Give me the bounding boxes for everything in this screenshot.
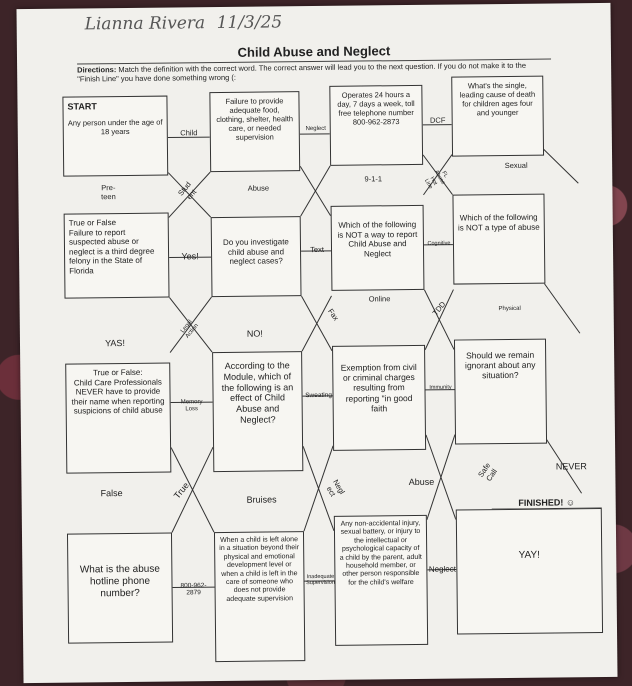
leading-cause-box: What's the single, leading cause of deat… bbox=[451, 75, 545, 157]
left-alone-box: When a child is left alone in a situatio… bbox=[213, 531, 306, 663]
answer-physical: Physical bbox=[498, 305, 521, 313]
answer-neglect-top: Neglect bbox=[305, 125, 326, 133]
hotline-definition-box: Operates 24 hours a day, 7 days a week, … bbox=[329, 84, 424, 166]
non-accidental-definition: Any non-accidental injury, sexual batter… bbox=[339, 519, 422, 587]
investigate-box: Do you investigate child abuse and negle… bbox=[210, 216, 302, 298]
start-box: START Any person under the age of 18 yea… bbox=[62, 95, 169, 177]
answer-dcf: DCF bbox=[429, 115, 446, 125]
left-alone-definition: When a child is left alone in a situatio… bbox=[219, 536, 300, 603]
answer-yas: YAS! bbox=[105, 338, 125, 349]
leading-cause-question: What's the single, leading cause of deat… bbox=[459, 80, 536, 118]
answer-neglect-bottom: Neglect bbox=[428, 564, 456, 574]
answer-abuse-mid: Abuse bbox=[408, 476, 435, 488]
answer-abuse-top: Abuse bbox=[247, 183, 270, 193]
answer-preteen: Pre- teen bbox=[101, 183, 116, 201]
answer-false: False bbox=[100, 488, 123, 499]
answer-sexual: Sexual bbox=[504, 160, 528, 171]
module-effect-box: According to the Module, which of the fo… bbox=[212, 351, 304, 473]
start-heading: START bbox=[67, 101, 97, 112]
remain-ignorant-box: Should we remain ignorant about any situ… bbox=[453, 338, 548, 445]
answer-bruises: Bruises bbox=[246, 494, 277, 505]
not-way-report-question: Which of the following is NOT a way to r… bbox=[337, 219, 418, 259]
true-false-2-box: True or False: Child Care Professionals … bbox=[65, 362, 172, 474]
hotline-definition: Operates 24 hours a day, 7 days a week, … bbox=[337, 90, 415, 127]
failure-definition: Failure to provide adequate food, clothi… bbox=[216, 96, 294, 142]
answer-yes: Yes! bbox=[181, 251, 199, 262]
true-false-1-box: True or False Failure to report suspecte… bbox=[63, 212, 170, 299]
hotline-question: What is the abuse hotline phone number? bbox=[79, 563, 160, 600]
non-accidental-box: Any non-accidental injury, sexual batter… bbox=[333, 514, 429, 646]
finished-label: FINISHED! ☺ bbox=[501, 497, 592, 509]
remain-ignorant-question: Should we remain ignorant about any situ… bbox=[464, 349, 536, 381]
answer-memory-loss: Memory Loss bbox=[180, 399, 203, 413]
not-type-abuse-question: Which of the following is NOT a type of … bbox=[457, 212, 540, 233]
answer-911: 9-1-1 bbox=[364, 174, 383, 184]
answer-child: Child bbox=[180, 128, 198, 138]
start-definition: Any person under the age of 18 years bbox=[67, 117, 163, 137]
exemption-definition: Exemption from civil or criminal charges… bbox=[340, 361, 417, 414]
not-way-report-box: Which of the following is NOT a way to r… bbox=[330, 204, 425, 291]
answer-yay: YAY! bbox=[518, 549, 540, 561]
true-false-2-question: True or False: Child Care Professionals … bbox=[71, 367, 165, 416]
answer-text: Text bbox=[310, 244, 324, 255]
worksheet-paper: Lianna Rivera 11/3/25 Child Abuse and Ne… bbox=[16, 2, 618, 684]
answer-sweating: Sweating bbox=[305, 391, 332, 400]
answer-phone-number: 800-962- 2879 bbox=[180, 582, 207, 597]
answer-no: NO! bbox=[246, 328, 263, 339]
module-effect-question: According to the Module, which of the fo… bbox=[221, 360, 294, 425]
answer-inadequate-supervision: Inadequate Supervision bbox=[306, 573, 335, 587]
investigate-question: Do you investigate child abuse and negle… bbox=[222, 237, 289, 267]
connector-lines bbox=[167, 124, 602, 589]
answer-cognitive: Cognitive bbox=[427, 240, 451, 247]
answer-immunity: Immunity bbox=[429, 384, 452, 391]
finish-box: YAY! bbox=[455, 508, 604, 635]
failure-box: Failure to provide adequate food, clothi… bbox=[209, 91, 301, 173]
not-type-abuse-box: Which of the following is NOT a type of … bbox=[452, 193, 546, 285]
answer-online: Online bbox=[368, 294, 391, 304]
answer-never: NEVER bbox=[555, 461, 587, 472]
exemption-box: Exemption from civil or criminal charges… bbox=[332, 344, 427, 451]
true-false-1-question: True or False Failure to report suspecte… bbox=[68, 218, 155, 276]
hotline-question-box: What is the abuse hotline phone number? bbox=[66, 532, 174, 644]
